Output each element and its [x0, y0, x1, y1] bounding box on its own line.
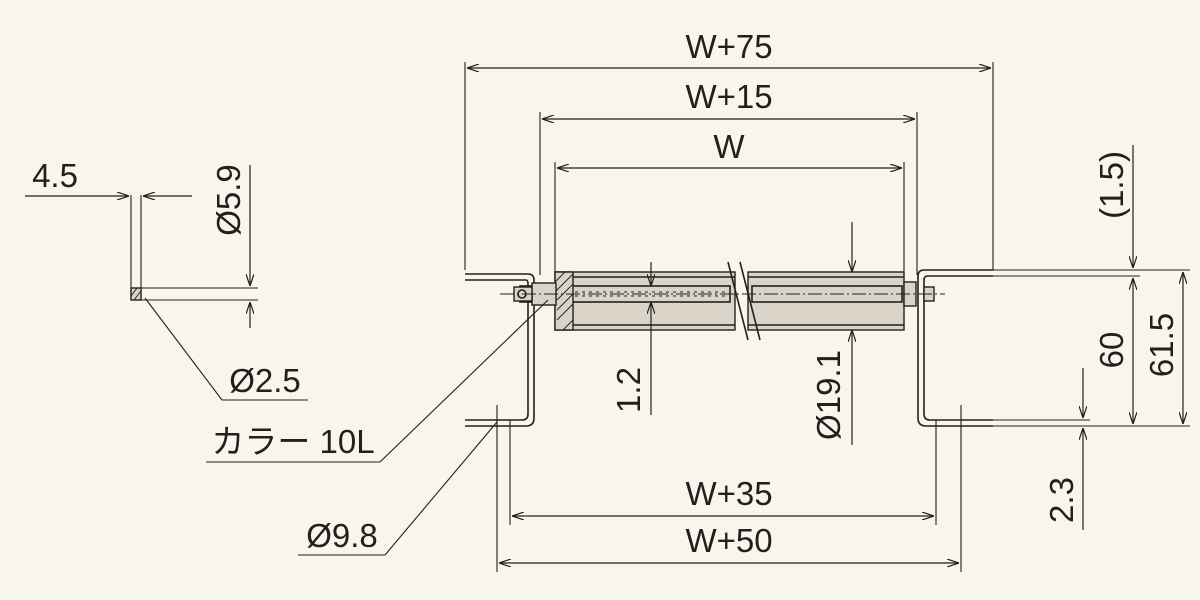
label-2-5: Ø2.5 — [229, 362, 301, 399]
right-bracket — [917, 269, 993, 427]
dim-1-5: (1.5) — [993, 145, 1140, 271]
dim-5-9: Ø5.9 — [210, 164, 250, 328]
dim-2-3: 2.3 — [993, 368, 1090, 530]
label-w15: W+15 — [685, 78, 772, 115]
roller — [500, 261, 945, 341]
label-5-9: Ø5.9 — [210, 164, 247, 236]
label-61-5: 61.5 — [1143, 313, 1180, 377]
label-2-3: 2.3 — [1043, 477, 1080, 523]
label-w50: W+50 — [685, 522, 772, 559]
label-19-1: Ø19.1 — [810, 350, 847, 440]
label-1-2: 1.2 — [610, 367, 647, 413]
label-1-5: (1.5) — [1093, 151, 1130, 219]
label-w: W — [713, 128, 745, 165]
dim-19-1: Ø19.1 — [810, 222, 870, 445]
collar-detail — [130, 195, 258, 301]
dim-w75: W+75 — [464, 28, 994, 270]
dim-w50: W+50 — [496, 405, 962, 572]
dim-w: W — [554, 128, 905, 272]
leader-2-5: Ø2.5 — [144, 297, 308, 401]
label-w35: W+35 — [685, 475, 772, 512]
left-bracket — [465, 273, 535, 427]
leader-9-8: Ø9.8 — [298, 421, 498, 556]
dim-1-2: 1.2 — [610, 262, 651, 415]
leader-collar: カラー 10L — [206, 299, 549, 463]
label-w75: W+75 — [685, 28, 772, 65]
dim-w15: W+15 — [539, 78, 918, 275]
label-60: 60 — [1093, 332, 1130, 369]
label-collar: カラー 10L — [211, 423, 374, 460]
dim-61-5: 61.5 — [1140, 269, 1190, 424]
dim-4-5: 4.5 — [25, 157, 192, 196]
dim-w35: W+35 — [509, 420, 937, 525]
label-9-8: Ø9.8 — [306, 517, 378, 554]
dim-60: 60 — [993, 275, 1190, 427]
label-4-5: 4.5 — [32, 157, 78, 194]
